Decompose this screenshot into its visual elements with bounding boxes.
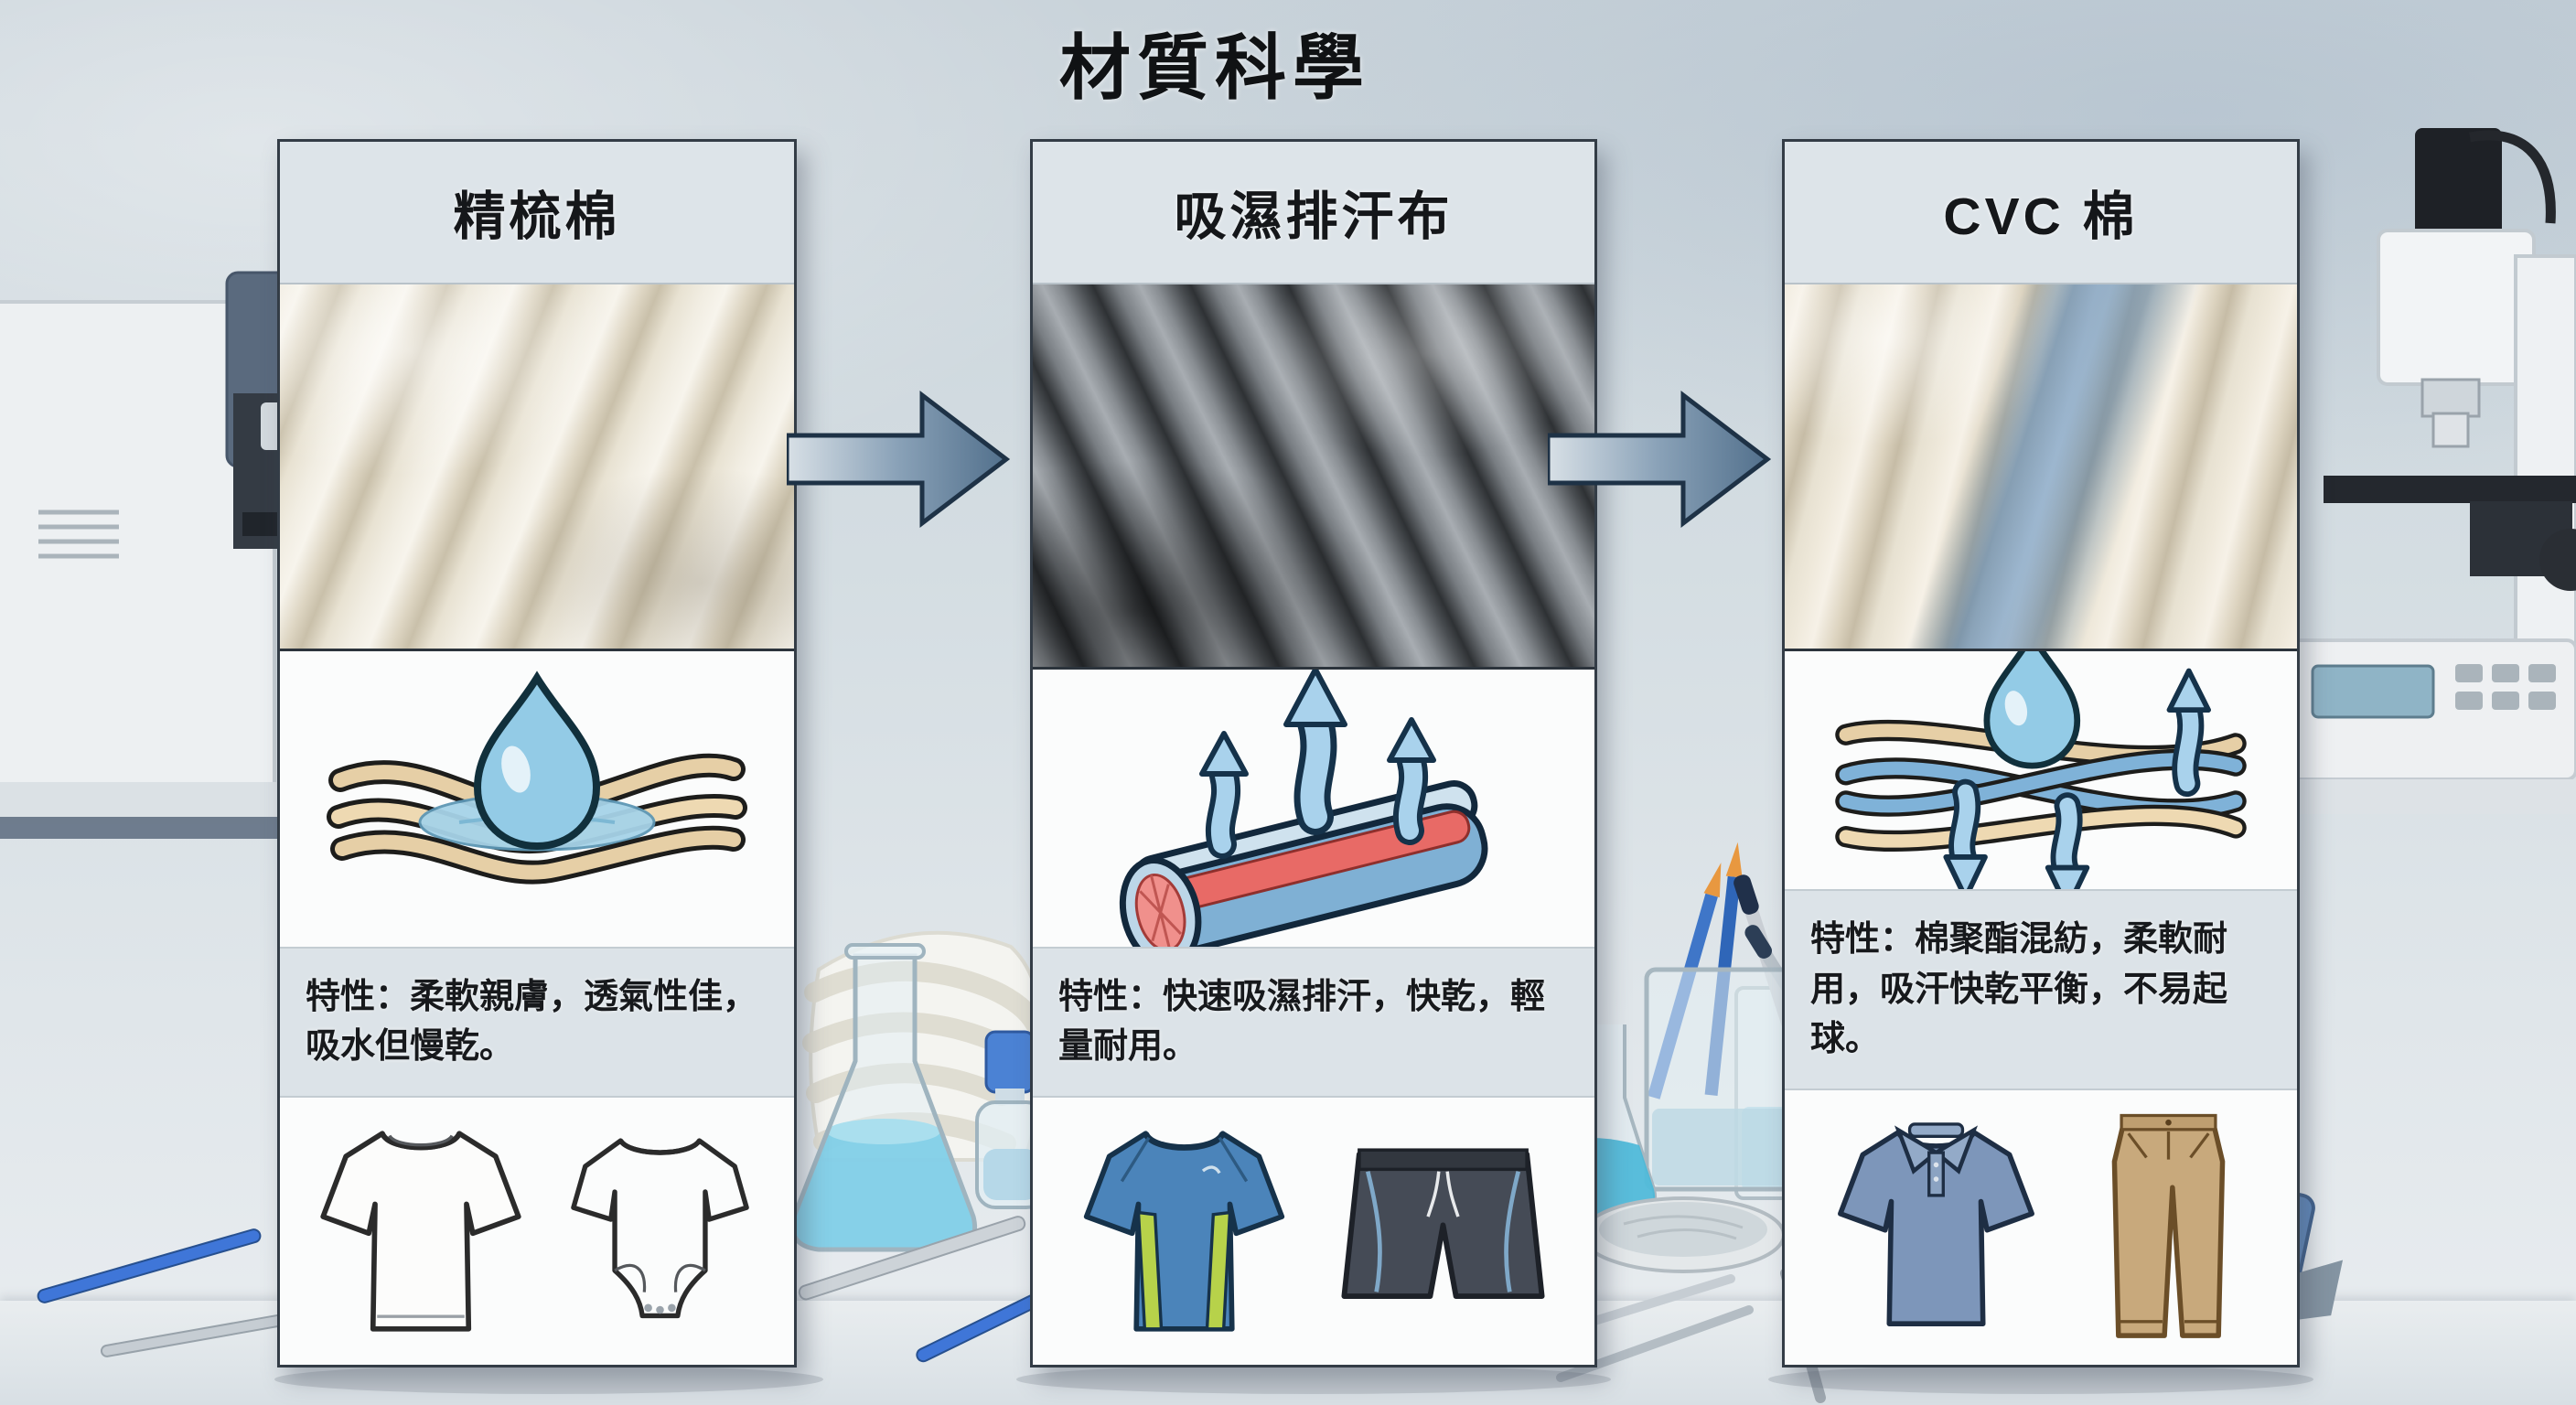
icon-area xyxy=(1785,651,2297,889)
baby-onesie-illustration xyxy=(571,1138,749,1319)
sport-tshirt-illustration xyxy=(1083,1131,1285,1332)
feature-text: 特性：快速吸濕排汗，快乾，輕量耐用。 xyxy=(1033,946,1594,1098)
icon-area xyxy=(1033,670,1594,947)
droplet-absorbed-on-fibers-icon xyxy=(327,670,747,885)
flow-arrow-right-1 xyxy=(787,390,1011,529)
clothing-row xyxy=(280,1098,794,1365)
clothing-row xyxy=(1033,1098,1594,1365)
pens-photo-bottom-left xyxy=(37,1228,316,1357)
panel-header: CVC 棉 xyxy=(1785,142,2297,284)
panel-combed-cotton: 精梳棉 特性：柔軟親膚，透氣性佳，吸水但慢乾。 xyxy=(277,139,797,1367)
microscope-photo-top-right xyxy=(2269,128,2576,814)
panel-shadows xyxy=(274,1365,2313,1394)
fabric-photo-combed-cotton xyxy=(280,284,794,651)
fabric-photo-wicking-fibers xyxy=(1033,284,1594,670)
athletic-shorts-illustration xyxy=(1341,1147,1545,1299)
fabric-photo-cvc-blend xyxy=(1785,284,2297,651)
flow-arrow-right-2 xyxy=(1548,390,1772,529)
feature-text: 特性：柔軟親膚，透氣性佳，吸水但慢乾。 xyxy=(280,946,794,1098)
white-tshirt-illustration xyxy=(320,1131,521,1332)
panel-moisture-wicking: 吸濕排汗布 xyxy=(1030,139,1597,1367)
panel-title: CVC 棉 xyxy=(1943,188,2139,246)
pens-photo-center-left xyxy=(798,1216,1043,1363)
feature-text: 特性：棉聚酯混紡，柔軟耐用，吸汗快乾平衡，不易起球。 xyxy=(1785,888,2297,1090)
panel-cvc-cotton: CVC 棉 xyxy=(1782,139,2300,1367)
petri-dish-photo xyxy=(1581,1196,1786,1273)
polo-shirt-illustration xyxy=(1838,1121,2035,1326)
clothing-row xyxy=(1785,1090,2297,1365)
droplet-balanced-up-down-arrows-icon xyxy=(1835,651,2247,889)
khaki-pants-illustration xyxy=(2111,1113,2225,1338)
page-title: 材質科學 xyxy=(1058,27,1371,108)
panel-title: 精梳棉 xyxy=(453,188,621,246)
panel-title: 吸濕排汗布 xyxy=(1174,188,1454,246)
panel-header: 吸濕排汗布 xyxy=(1033,142,1594,284)
fiber-tube-wicking-arrows-icon xyxy=(1119,670,1488,947)
icon-area xyxy=(280,651,794,947)
panel-header: 精梳棉 xyxy=(280,142,794,284)
